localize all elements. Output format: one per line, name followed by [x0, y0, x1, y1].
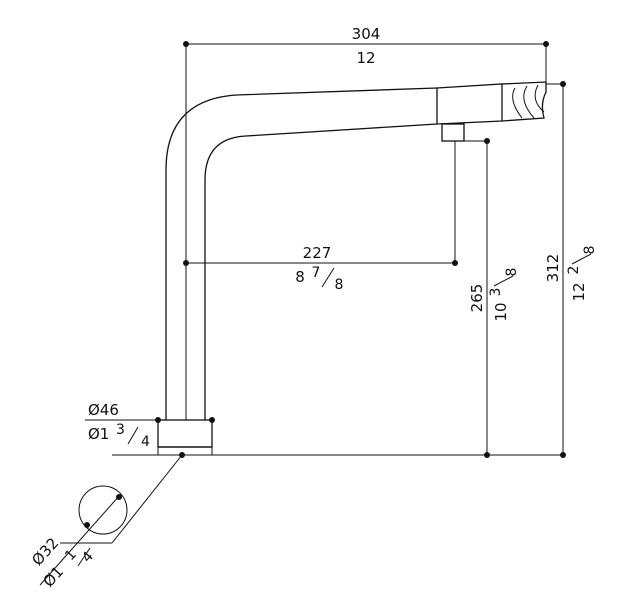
nozzle-groove-2: [523, 85, 535, 119]
spout-reach-dimension: 227 8 7 8: [183, 141, 458, 293]
hole-leader-line: [111, 454, 183, 544]
width-dot-right: [543, 41, 549, 47]
hole-frac-slash: [77, 547, 91, 567]
hole-mm-label: Ø32: [28, 534, 62, 569]
height-mm-label: 312: [544, 254, 562, 283]
hole-diameter-dimension: Ø32 Ø1 1 4: [28, 452, 185, 591]
faucet-outer-edge: [165, 87, 438, 420]
outlet-inch-den: 8: [504, 268, 520, 277]
reach-dot-right: [452, 260, 458, 266]
faucet-inner-edge: [204, 123, 438, 420]
width-mm-label: 304: [352, 25, 381, 43]
outlet-frac-slash: [493, 275, 514, 287]
height-inch-den: 8: [582, 246, 598, 255]
outlet-height-dimension: 265 10 3 8: [464, 138, 520, 458]
base-inch-num: 3: [116, 422, 125, 438]
outlet-dot-top: [484, 138, 490, 144]
spray-head-body: [436, 83, 503, 125]
reach-inch-num: 7: [312, 265, 321, 281]
base-dot-right: [209, 417, 215, 423]
hole-dim-line: [39, 494, 121, 586]
outlet-mm-label: 265: [468, 284, 486, 313]
nozzle-groove-3: [534, 84, 545, 113]
faucet-outline: [157, 81, 547, 448]
overall-width-dimension: 304 12: [183, 25, 549, 420]
height-dot-bottom: [560, 452, 566, 458]
spray-nozzle: [501, 81, 547, 122]
reach-inch-whole: 8: [295, 268, 305, 286]
hole-dot-1: [84, 522, 90, 528]
base-mm-label: Ø46: [88, 401, 119, 419]
height-inch-num: 2: [566, 266, 582, 275]
reach-dot-left: [183, 260, 189, 266]
outlet-spout: [441, 123, 465, 142]
reach-mm-label: 227: [303, 244, 332, 262]
base-frac-slash: [127, 426, 139, 445]
nozzle-groove-1: [512, 87, 523, 119]
outlet-inch-whole: 10: [492, 302, 510, 321]
base-diameter-dimension: Ø46 Ø1 3 4: [85, 401, 215, 450]
base-inch-den: 4: [141, 434, 150, 450]
hole-leader-dot: [179, 452, 185, 458]
overall-height-dimension: 312 12 2 8: [544, 81, 598, 458]
height-inch-whole: 12: [570, 282, 588, 301]
hole-inch-num: 1: [62, 547, 80, 564]
base-inch-whole: Ø1: [88, 425, 109, 443]
hole-dot-2: [116, 494, 122, 500]
outlet-inch-num: 3: [488, 288, 504, 297]
height-dot-top: [560, 81, 566, 87]
outlet-dot-bottom: [484, 452, 490, 458]
reach-frac-slash: [321, 267, 335, 288]
height-frac-slash: [571, 253, 592, 265]
faucet-base: [157, 419, 213, 448]
base-dot-left: [155, 417, 161, 423]
width-inch-label: 12: [356, 49, 375, 67]
reach-inch-den: 8: [335, 277, 344, 293]
mounting-hole-circle: [78, 485, 128, 535]
width-dot-left: [183, 41, 189, 47]
